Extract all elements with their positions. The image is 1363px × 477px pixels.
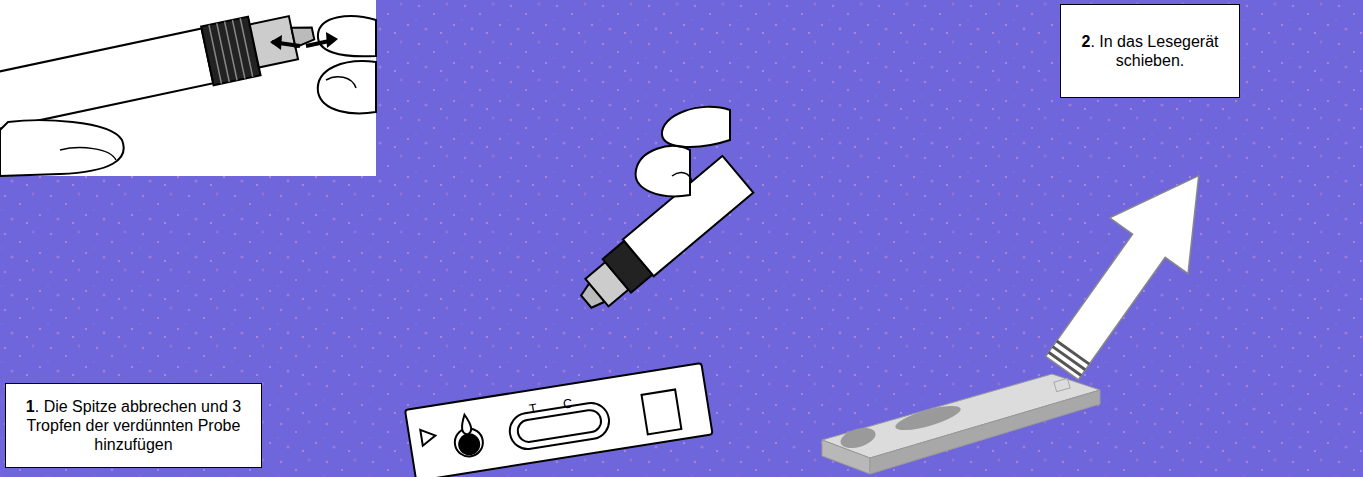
step-text: 1. Die Spitze abbrechen und 3 Tropfen de… [6,393,261,459]
step-text: 2. In das Lesegerät schieben. [1061,28,1239,74]
strip-marker: C [562,396,573,410]
step1b-picture [405,107,753,477]
step2-picture [822,148,1238,474]
step1-picture [0,0,376,176]
step-box: 2. In das Lesegerät schieben. [1060,4,1240,98]
step-box: 1. Die Spitze abbrechen und 3 Tropfen de… [5,383,262,468]
